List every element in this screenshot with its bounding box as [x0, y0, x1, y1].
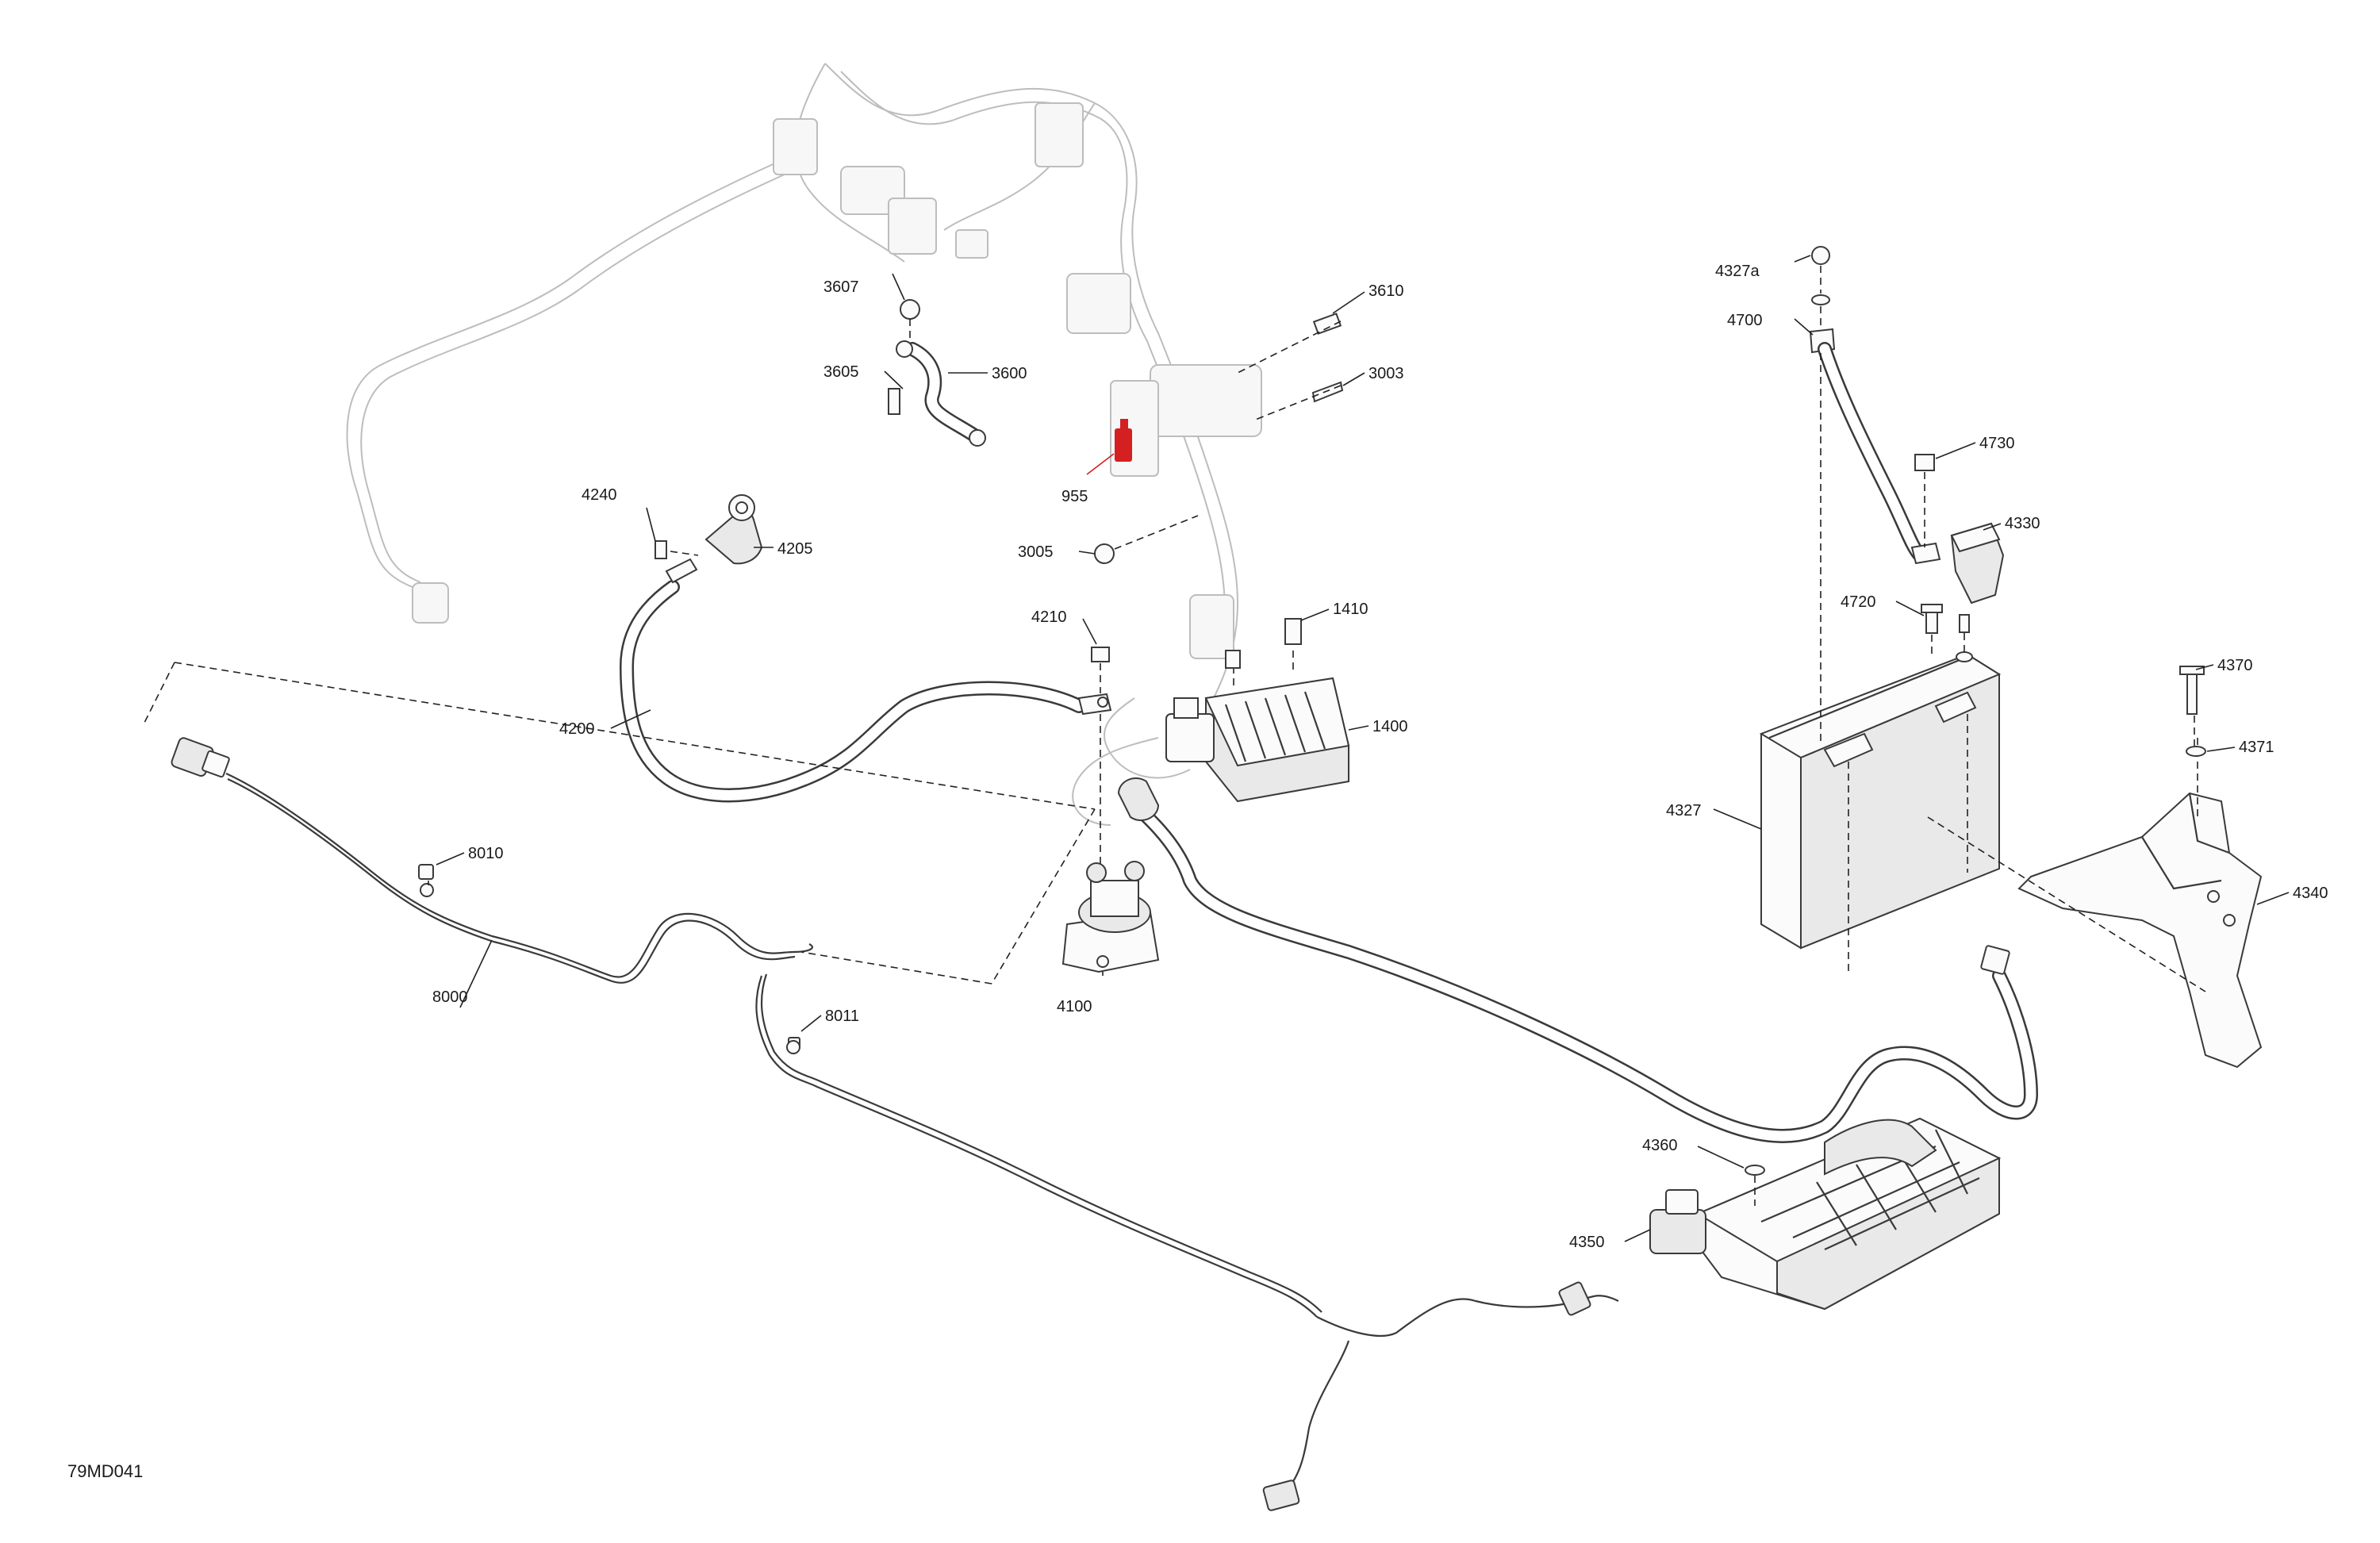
label-4327a: 4327a	[1715, 263, 1760, 280]
label-4720: 4720	[1841, 593, 1876, 611]
part-4350-battery-tray	[1649, 1117, 2002, 1311]
label-3005: 3005	[1018, 543, 1054, 561]
label-4100: 4100	[1057, 998, 1092, 1015]
fasteners-3600-series	[1094, 313, 1344, 564]
label-4240: 4240	[582, 486, 617, 504]
label-4330: 4330	[2005, 515, 2040, 532]
label-4370: 4370	[2217, 657, 2253, 674]
label-3607: 3607	[823, 278, 859, 296]
part-4700-cable	[1809, 246, 1941, 746]
ghost-main-harness	[346, 63, 1262, 826]
part-955-highlight	[1086, 419, 1132, 475]
label-1410: 1410	[1333, 601, 1368, 618]
label-955: 955	[1061, 488, 1088, 505]
label-4371: 4371	[2239, 739, 2274, 756]
part-4205-terminal-cover	[654, 494, 763, 565]
label-8000: 8000	[432, 988, 468, 1006]
label-4360: 4360	[1642, 1137, 1678, 1154]
leader-lines	[436, 255, 2290, 1242]
reference-code: 79MD041	[67, 1461, 143, 1481]
part-4330-terminal-cap	[1950, 522, 2005, 605]
part-8000-harness	[171, 737, 1619, 1511]
part-4327-battery	[1759, 653, 2002, 976]
part-1400-voltage-regulator	[1165, 618, 1350, 803]
part-positive-cable-long	[1117, 777, 2039, 1143]
part-4210-nut	[1091, 647, 1110, 873]
label-3610: 3610	[1368, 282, 1404, 300]
part-labels: 3607 3610 3605 3600 3003 955 4240 4205 3…	[67, 263, 2328, 1481]
fasteners-4700-series	[1914, 454, 1973, 662]
label-8011: 8011	[825, 1008, 859, 1025]
label-4327: 4327	[1666, 802, 1702, 819]
label-3605: 3605	[823, 363, 859, 381]
label-4700: 4700	[1727, 312, 1763, 329]
label-4210: 4210	[1031, 608, 1067, 626]
fasteners-4370-series	[2179, 666, 2206, 757]
label-4350: 4350	[1569, 1234, 1605, 1251]
label-4200: 4200	[559, 720, 595, 738]
part-4100-solenoid	[1061, 861, 1160, 973]
label-4730: 4730	[1979, 435, 2015, 452]
label-1400: 1400	[1372, 718, 1408, 735]
part-3600-ground-cable	[888, 299, 986, 447]
dashed-boundary	[142, 662, 1096, 985]
label-3003: 3003	[1368, 365, 1404, 382]
label-4340: 4340	[2293, 885, 2328, 902]
label-4205: 4205	[777, 540, 813, 558]
part-4200-cable	[619, 558, 1112, 803]
label-8010: 8010	[468, 845, 504, 862]
label-3600: 3600	[992, 365, 1027, 382]
